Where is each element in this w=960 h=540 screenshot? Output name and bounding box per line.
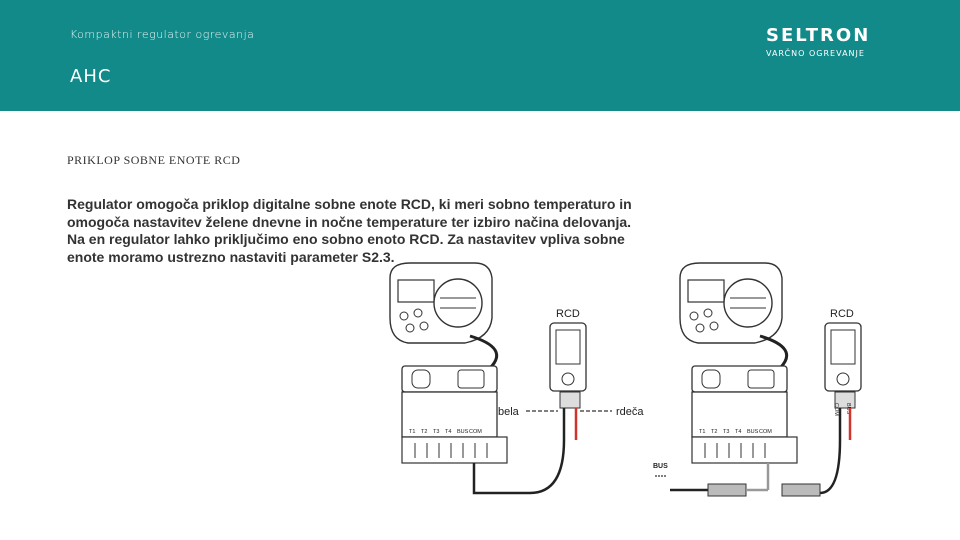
right-rcd-unit: [824, 322, 862, 409]
logo-tagline: VARČNO OGREVANJE: [766, 49, 865, 58]
wire-label-white: bela: [498, 406, 520, 418]
terminal-label-bus-right: BUS: [747, 429, 759, 435]
terminal-label-t4-right: T4: [735, 429, 741, 435]
terminal-label-t1-right: T1: [699, 429, 705, 435]
terminal-label-t4: T4: [445, 429, 451, 435]
rcd-label-right: RCD: [830, 308, 854, 320]
rcd-label-left: RCD: [556, 308, 580, 320]
header-subtitle: Kompaktni regulator ogrevanja: [70, 28, 255, 41]
right-cable: [759, 334, 789, 370]
logo-wordmark: SELTRON: [766, 25, 871, 46]
description-paragraph: Regulator omogoča priklop digitalne sobn…: [67, 196, 632, 265]
terminal-label-t3-right: T3: [723, 429, 729, 435]
left-base-unit: [401, 365, 508, 464]
terminal-label-t1: T1: [409, 429, 415, 435]
bus-connector-left: [707, 483, 747, 497]
right-wire-black: [800, 408, 842, 495]
terminal-label-t2: T2: [421, 429, 427, 435]
terminal-label-com-right: COM: [759, 429, 772, 435]
page-title: AHC: [70, 66, 112, 87]
right-base-unit: [691, 365, 798, 464]
wiring-diagram: T1 T2 T3 T4 BUS COM RCD bela rdeča: [389, 262, 862, 497]
terminal-label-bus: BUS: [457, 429, 469, 435]
section-heading: PRIKLOP SOBNE ENOTE RCD: [67, 153, 241, 167]
left-wire-white: [472, 408, 566, 495]
terminal-label-t2-right: T2: [711, 429, 717, 435]
left-rcd-unit: [549, 322, 587, 409]
brand-logo: SELTRON VARČNO OGREVANJE: [766, 25, 871, 59]
header-banner: Kompaktni regulator ogrevanja AHC SELTRO…: [0, 0, 960, 111]
terminal-label-com: COM: [469, 429, 482, 435]
bus-connector-right: [781, 483, 821, 497]
left-controller-face: [389, 262, 493, 344]
wire-label-red: rdeča: [616, 406, 644, 418]
rcd-terminal-com: COM: [833, 403, 839, 416]
left-cable: [469, 334, 499, 370]
terminal-label-t3: T3: [433, 429, 439, 435]
rcd-terminal-bus: BUS: [845, 403, 851, 415]
right-controller-face: [679, 262, 783, 344]
bus-label: BUS: [653, 463, 668, 470]
